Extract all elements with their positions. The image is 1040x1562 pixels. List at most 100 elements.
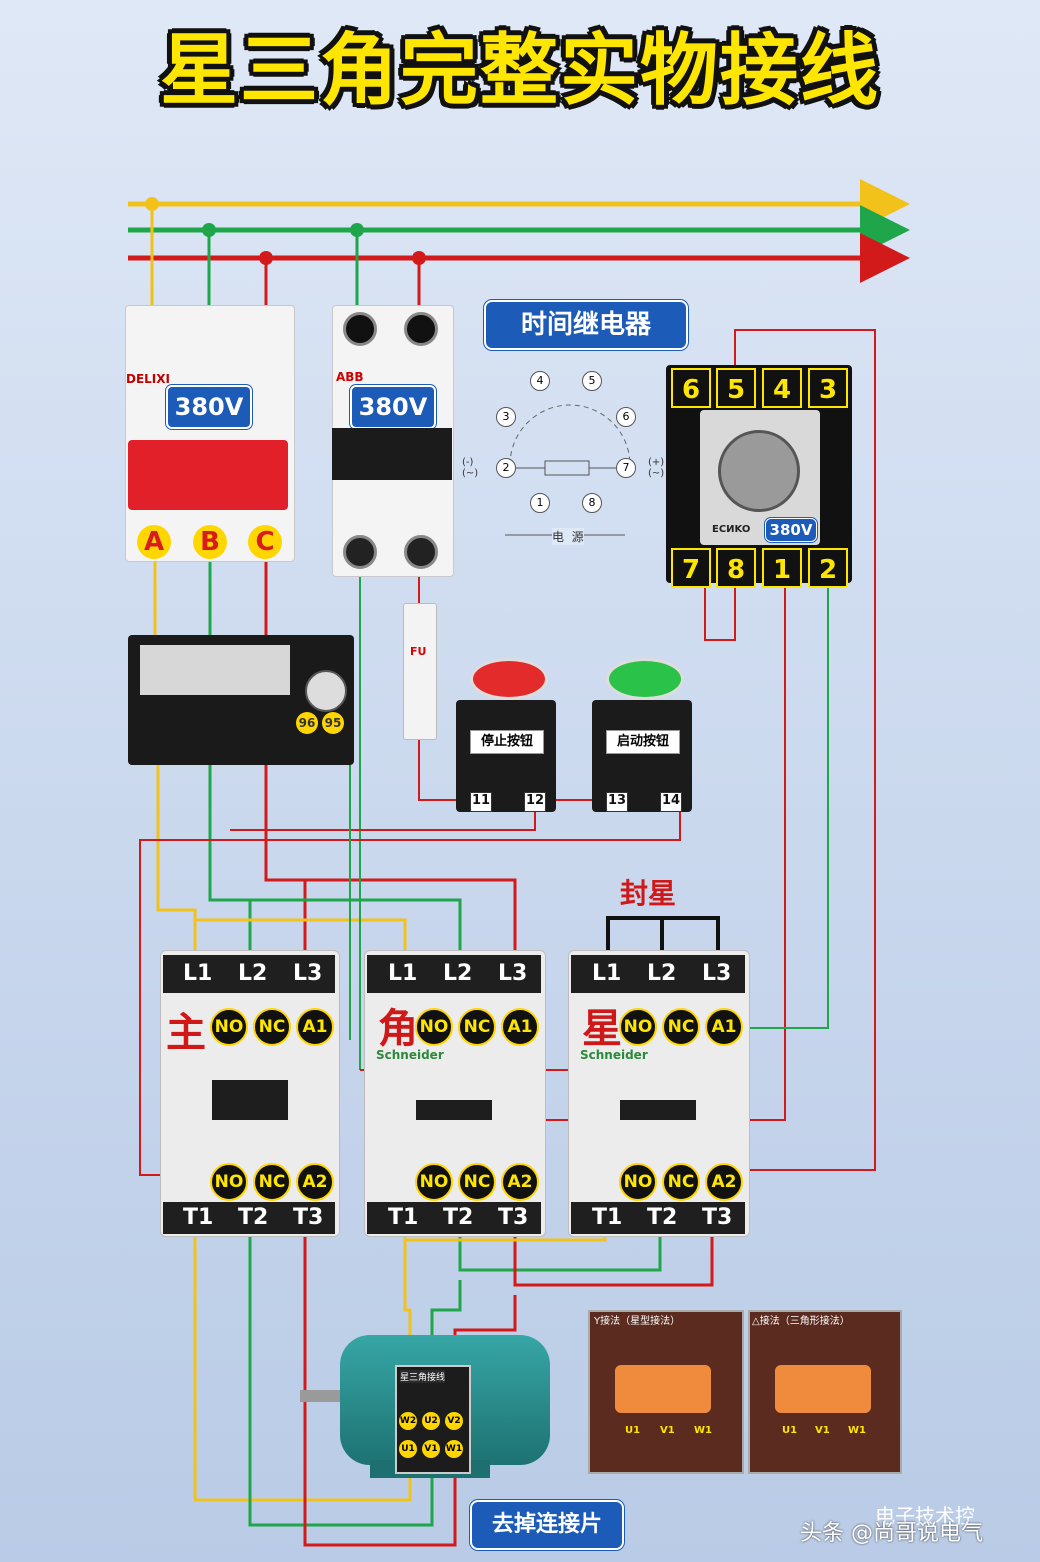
- overload-reset-dial[interactable]: [305, 670, 347, 712]
- contactor-main-l3: L3: [293, 961, 323, 986]
- motor-term-w1: W1: [445, 1440, 463, 1458]
- contactor-main-a1: A1: [296, 1008, 334, 1046]
- contactor-main-load-bar: [163, 1202, 335, 1234]
- time-relay-label: 时间继电器: [484, 300, 688, 350]
- relay-pin-3: 3: [808, 368, 848, 408]
- start-terminal-14: 14: [660, 792, 682, 812]
- overload-terminal-96: 96: [296, 712, 318, 734]
- remove-link-label: 去掉连接片: [470, 1500, 624, 1550]
- y-connection-title: Y接法（星型接法）: [594, 1316, 681, 1327]
- contactor-star-a2: A2: [705, 1163, 743, 1201]
- phase-c-label: C: [248, 525, 282, 559]
- contactor-delta-nc-top: NC: [458, 1008, 496, 1046]
- relay-pin-4: 4: [762, 368, 802, 408]
- relay-dial[interactable]: [718, 430, 800, 512]
- delta-connection-u1: U1: [782, 1425, 798, 1436]
- relay-diagram-pin-5: 5: [582, 371, 602, 391]
- contactor-star-t3: T3: [702, 1205, 733, 1230]
- breaker-2p-terminal-bottom-left: [343, 535, 377, 569]
- breaker-2p-voltage-badge: 380V: [350, 385, 436, 429]
- breaker-3p-voltage-badge: 380V: [166, 385, 252, 429]
- delta-connection-v1: V1: [815, 1425, 830, 1436]
- contactor-main-line-bar: [163, 955, 335, 993]
- contactor-star-no-bottom: NO: [619, 1163, 657, 1201]
- contactor-delta-brand: Schneider: [376, 1048, 444, 1062]
- contactor-delta-t1: T1: [388, 1205, 419, 1230]
- breaker-3p-brand: DELIXI: [126, 372, 170, 386]
- contactor-delta-l2: L2: [443, 961, 473, 986]
- contactor-star-t2: T2: [647, 1205, 678, 1230]
- relay-pin-6: 6: [671, 368, 711, 408]
- relay-voltage-badge: 380V: [765, 518, 817, 542]
- breaker-3p-red-handles[interactable]: [128, 440, 288, 510]
- watermark-brand: 电子技术控: [875, 1504, 975, 1528]
- start-terminal-13: 13: [606, 792, 628, 812]
- contactor-main-nc-top: NC: [253, 1008, 291, 1046]
- contactor-star-name: 星: [582, 1006, 622, 1052]
- phase-a-label: A: [137, 525, 171, 559]
- contactor-star-line-bar: [571, 955, 745, 993]
- motor-term-u1: U1: [399, 1440, 417, 1458]
- relay-diagram-pin-2: 2: [496, 458, 516, 478]
- contactor-star-window: [620, 1100, 696, 1120]
- motor-shaft: [300, 1390, 348, 1402]
- relay-brand: ECИKO: [712, 524, 751, 535]
- stop-button-cap[interactable]: [470, 658, 548, 700]
- contactor-delta-t2: T2: [443, 1205, 474, 1230]
- breaker-2p-terminal-top-right: [404, 312, 438, 346]
- contactor-main-no-top: NO: [210, 1008, 248, 1046]
- stop-terminal-11: 11: [470, 792, 492, 812]
- phase-b-label: B: [193, 525, 227, 559]
- y-connection-board: [615, 1365, 711, 1413]
- contactor-delta-no-bottom: NO: [415, 1163, 453, 1201]
- fuse-holder: [403, 603, 437, 740]
- delta-connection-w1: W1: [848, 1425, 866, 1436]
- breaker-2p-brand: ABB: [336, 370, 364, 384]
- motor-term-v1: V1: [422, 1440, 440, 1458]
- relay-pin-diagram: 4 5 3 6 2 7 1 8 (-) (~) (+) (~) 电 源: [462, 365, 670, 555]
- motor-term-u2: U2: [422, 1412, 440, 1430]
- contactor-star-load-bar: [571, 1202, 745, 1234]
- contactor-star-t1: T1: [592, 1205, 623, 1230]
- relay-diagram-pin-3: 3: [496, 407, 516, 427]
- breaker-2p-handle[interactable]: [332, 428, 452, 480]
- contactor-delta-no-top: NO: [415, 1008, 453, 1046]
- relay-diagram-right-sign: (+) (~): [648, 457, 665, 479]
- overload-terminal-95: 95: [322, 712, 344, 734]
- contactor-delta-name: 角: [378, 1006, 418, 1052]
- contactor-star-no-top: NO: [619, 1008, 657, 1046]
- three-pole-breaker: [125, 305, 295, 562]
- contactor-delta-nc-bottom: NC: [458, 1163, 496, 1201]
- stop-terminal-12: 12: [524, 792, 546, 812]
- relay-pin-2: 2: [808, 548, 848, 588]
- contactor-delta-a2: A2: [501, 1163, 539, 1201]
- relay-diagram-pin-7: 7: [616, 458, 636, 478]
- contactor-main-no-bottom: NO: [210, 1163, 248, 1201]
- stop-button-label: 停止按钮: [470, 730, 544, 754]
- relay-diagram-caption: 电 源: [552, 528, 584, 545]
- contactor-main-t2: T2: [238, 1205, 269, 1230]
- contactor-star-nc-top: NC: [662, 1008, 700, 1046]
- start-button-cap[interactable]: [606, 658, 684, 700]
- relay-diagram-pin-6: 6: [616, 407, 636, 427]
- page-title: 星三角完整实物接线: [159, 26, 880, 116]
- contactor-main-window: [212, 1080, 288, 1120]
- contactor-star-brand: Schneider: [580, 1048, 648, 1062]
- contactor-star-l1: L1: [592, 961, 622, 986]
- feng-xing-label: 封星: [620, 877, 677, 910]
- relay-pin-7: 7: [671, 548, 711, 588]
- delta-connection-title: △接法（三角形接法）: [752, 1316, 850, 1327]
- breaker-2p-terminal-bottom-right: [404, 535, 438, 569]
- contactor-delta-load-bar: [367, 1202, 541, 1234]
- contactor-delta-a1: A1: [501, 1008, 539, 1046]
- motor-plate-label: 星三角接线: [400, 1370, 446, 1383]
- contactor-star-l3: L3: [702, 961, 732, 986]
- relay-pin-1: 1: [762, 548, 802, 588]
- relay-diagram-pin-4: 4: [530, 371, 550, 391]
- contactor-star-a1: A1: [705, 1008, 743, 1046]
- contactor-delta-line-bar: [367, 955, 541, 993]
- delta-connection-board: [775, 1365, 871, 1413]
- contactor-main-l2: L2: [238, 961, 268, 986]
- contactor-main-t3: T3: [293, 1205, 324, 1230]
